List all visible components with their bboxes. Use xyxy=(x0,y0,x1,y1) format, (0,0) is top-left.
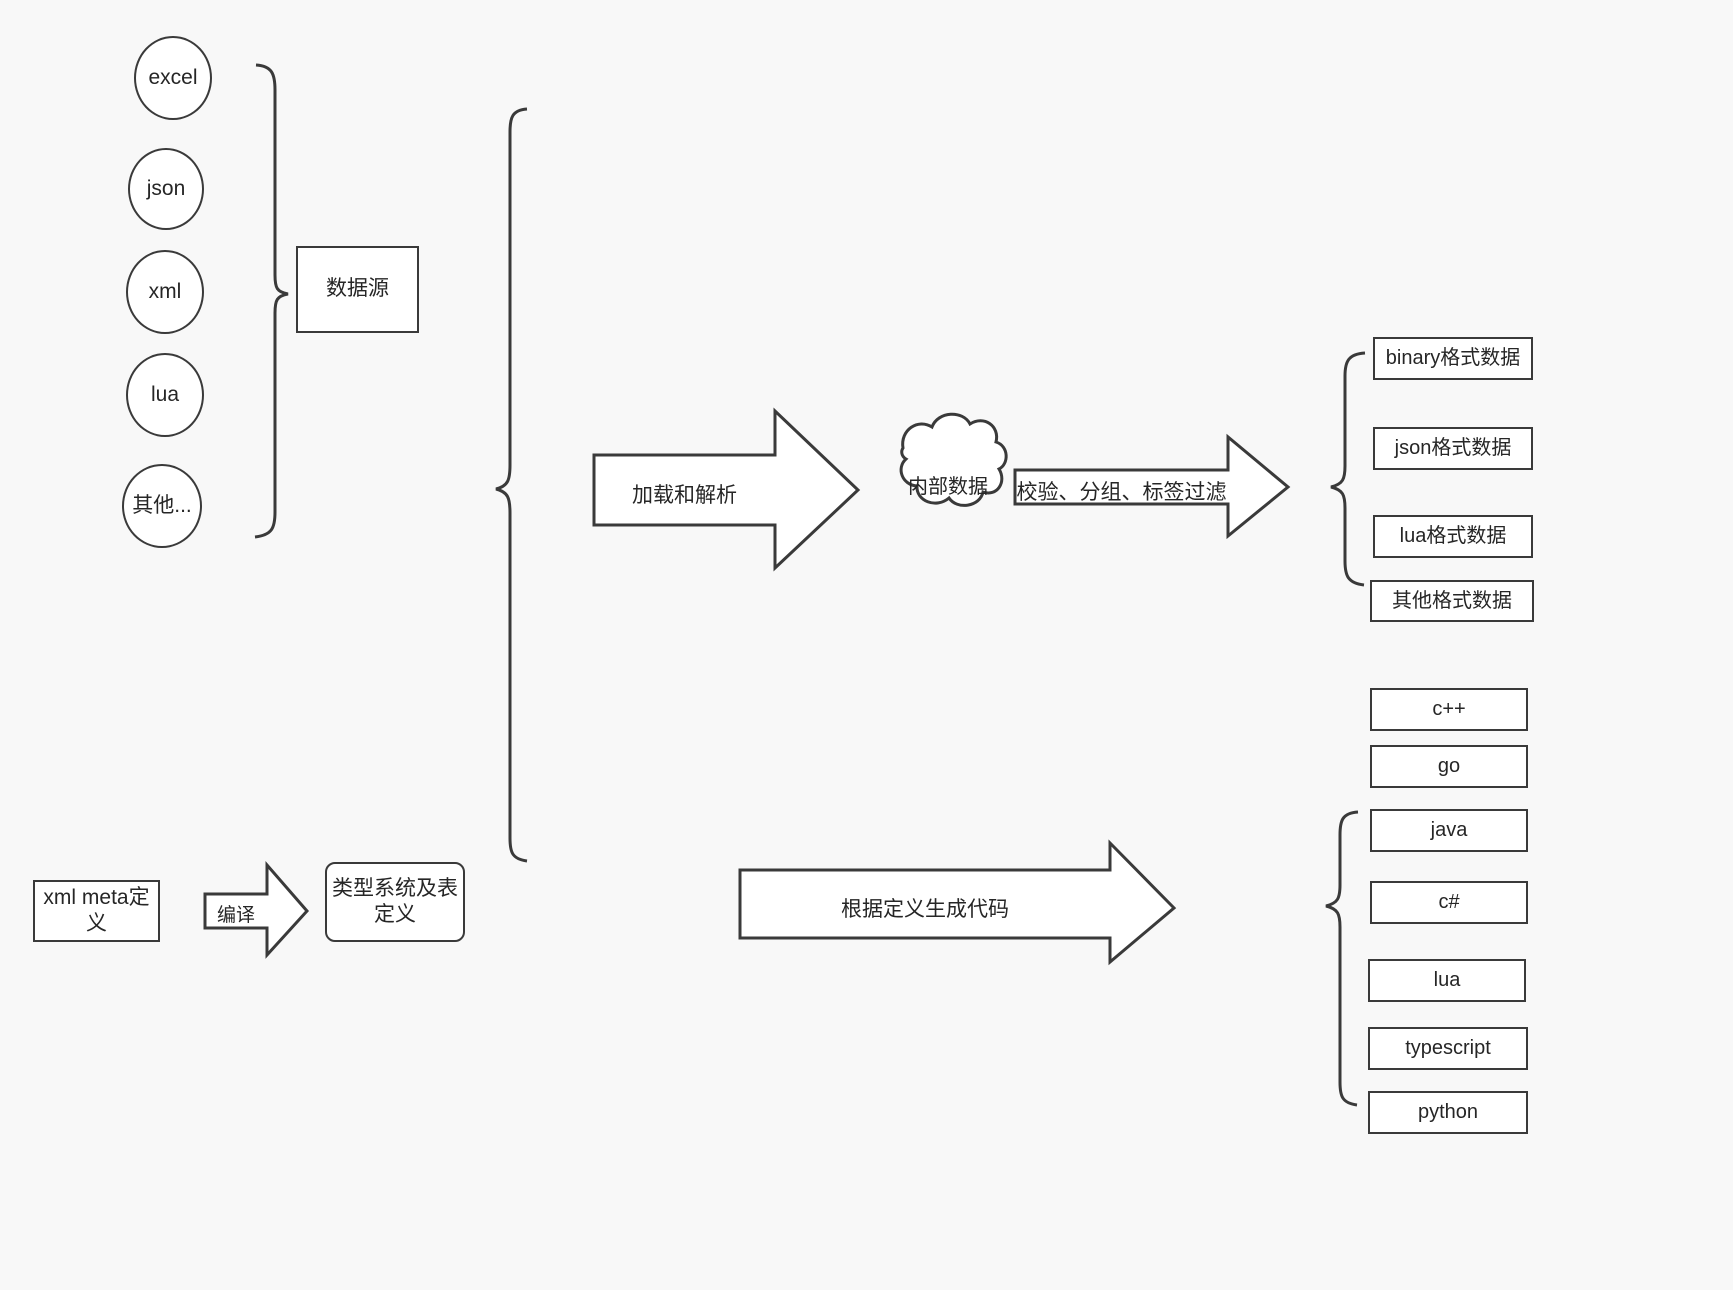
output-format-json[interactable]: json格式数据 xyxy=(1373,427,1533,470)
output-language-go[interactable]: go xyxy=(1370,745,1528,788)
output-language-label: python xyxy=(1417,1101,1479,1123)
validate-filter-arrow-label: 校验、分组、标签过滤 xyxy=(1016,481,1227,504)
source-label: excel xyxy=(148,65,198,89)
data-source-group-box[interactable]: 数据源 xyxy=(296,246,419,333)
output-language-cpp[interactable]: c++ xyxy=(1370,688,1528,731)
output-format-other[interactable]: 其他格式数据 xyxy=(1370,580,1534,622)
output-format-lua[interactable]: lua格式数据 xyxy=(1373,515,1533,558)
source-label: json xyxy=(146,176,186,200)
output-language-label: typescript xyxy=(1405,1037,1491,1059)
type-system-box[interactable]: 类型系统及表定义 xyxy=(325,862,465,942)
output-language-label: c# xyxy=(1438,891,1460,913)
output-format-binary[interactable]: binary格式数据 xyxy=(1373,337,1533,380)
data-format-brace xyxy=(1330,351,1366,587)
internal-data-cloud-label: 内部数据 xyxy=(908,476,988,498)
output-format-label: json格式数据 xyxy=(1394,437,1512,459)
source-label: 其他... xyxy=(132,493,192,517)
output-language-label: c++ xyxy=(1432,698,1466,720)
output-language-csharp[interactable]: c# xyxy=(1370,881,1528,924)
language-brace xyxy=(1325,810,1359,1107)
source-label: xml xyxy=(148,279,182,303)
output-language-java[interactable]: java xyxy=(1370,809,1528,852)
source-node-excel[interactable]: excel xyxy=(134,36,212,120)
output-language-label: java xyxy=(1430,819,1468,841)
output-format-label: lua格式数据 xyxy=(1399,525,1507,547)
source-brace xyxy=(254,63,289,539)
source-node-xml[interactable]: xml xyxy=(126,250,204,334)
output-language-lua[interactable]: lua xyxy=(1368,959,1526,1002)
output-format-label: 其他格式数据 xyxy=(1392,589,1512,612)
xml-meta-definition-label: xml meta定义 xyxy=(43,885,150,935)
source-label: lua xyxy=(150,382,180,406)
output-language-label: go xyxy=(1437,755,1461,777)
source-node-other[interactable]: 其他... xyxy=(122,464,202,548)
xml-meta-definition-box[interactable]: xml meta定义 xyxy=(33,880,160,942)
pipeline-brace xyxy=(495,107,528,863)
type-system-label: 类型系统及表定义 xyxy=(332,876,458,926)
output-language-label: lua xyxy=(1433,969,1461,991)
data-source-group-label: 数据源 xyxy=(326,277,389,301)
load-parse-arrow-label: 加载和解析 xyxy=(632,484,737,507)
source-node-lua[interactable]: lua xyxy=(126,353,204,437)
output-format-label: binary格式数据 xyxy=(1385,347,1521,369)
codegen-arrow-label: 根据定义生成代码 xyxy=(841,898,1009,921)
output-language-python[interactable]: python xyxy=(1368,1091,1528,1134)
output-language-typescript[interactable]: typescript xyxy=(1368,1027,1528,1070)
source-node-json[interactable]: json xyxy=(128,148,204,230)
compile-arrow-label: 编译 xyxy=(216,905,255,926)
